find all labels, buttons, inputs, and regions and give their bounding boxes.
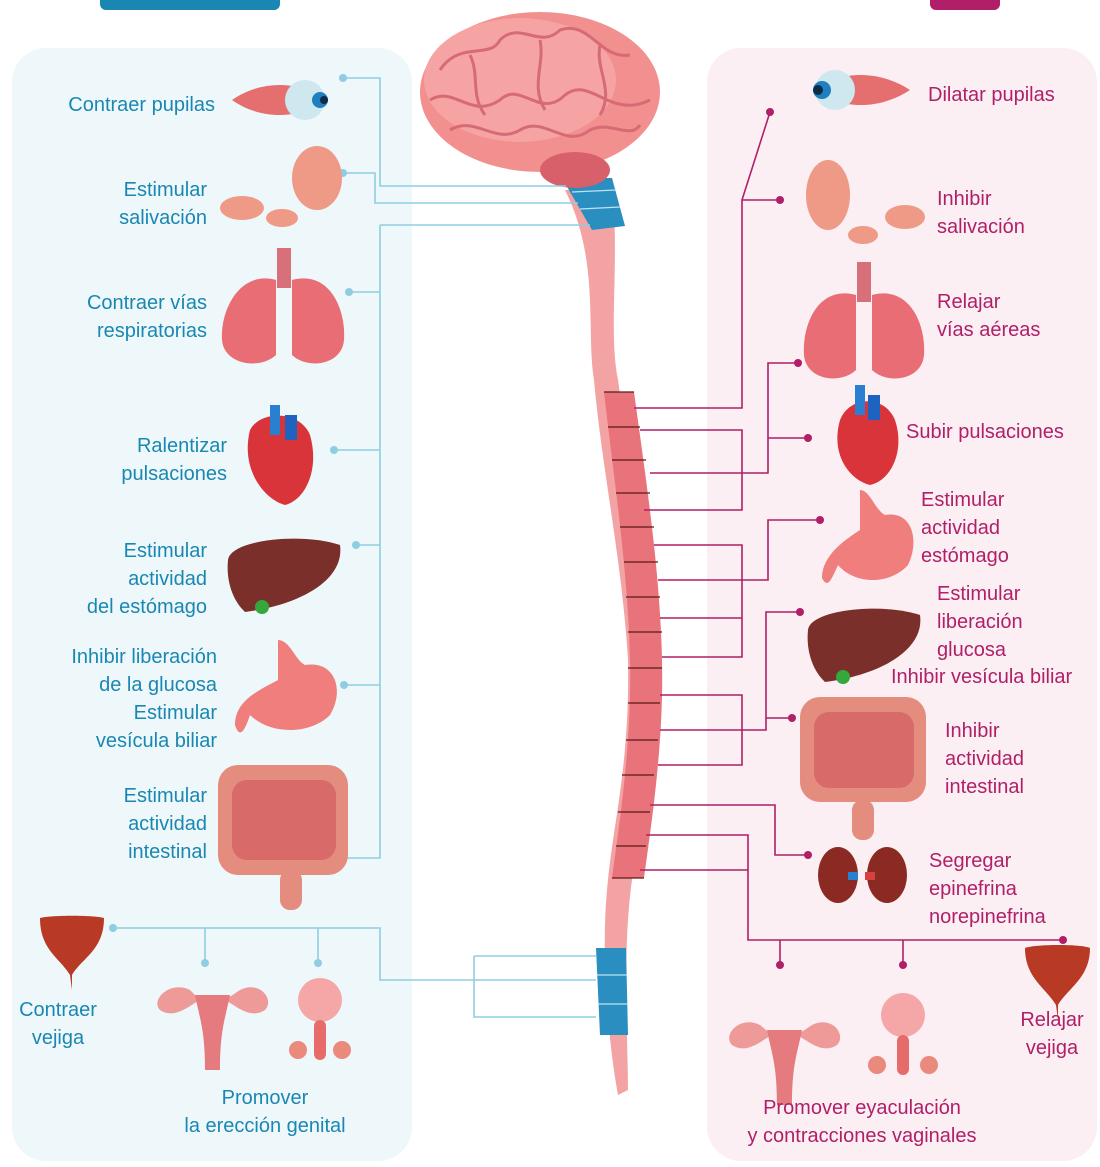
eye-icon-right — [813, 70, 910, 110]
heart-icon-right — [837, 385, 898, 485]
lungs-icon-right — [804, 262, 924, 378]
salivary-glands-icon-left — [220, 146, 342, 227]
stomach-icon-left — [235, 640, 337, 732]
heart-icon-left — [248, 405, 313, 505]
label-contraer-pupilas: Contraer pupilas — [68, 91, 215, 119]
salivary-glands-icon-right — [806, 160, 925, 244]
lungs-icon-left — [222, 248, 344, 363]
label-dilatar-pupilas: Dilatar pupilas — [928, 81, 1055, 109]
label-subir-pulsaciones: Subir pulsaciones — [906, 418, 1064, 446]
stomach-icon-right — [822, 490, 913, 583]
label-inhibir-vesicula-biliar: Inhibir vesícula biliar — [891, 663, 1072, 691]
bladder-icon-left — [40, 916, 104, 990]
male-reproductive-icon-right — [868, 993, 938, 1075]
eye-icon-left — [232, 80, 328, 120]
spinal-sacral-section — [596, 948, 628, 1035]
female-reproductive-icon-right — [729, 1022, 840, 1105]
kidneys-icon-right — [818, 847, 907, 903]
liver-icon-left — [228, 539, 341, 614]
female-reproductive-icon-left — [157, 987, 268, 1070]
male-reproductive-icon-left — [289, 978, 351, 1060]
intestines-icon-left — [218, 765, 348, 910]
intestines-icon-right — [800, 697, 926, 840]
brain-illustration — [420, 12, 660, 188]
